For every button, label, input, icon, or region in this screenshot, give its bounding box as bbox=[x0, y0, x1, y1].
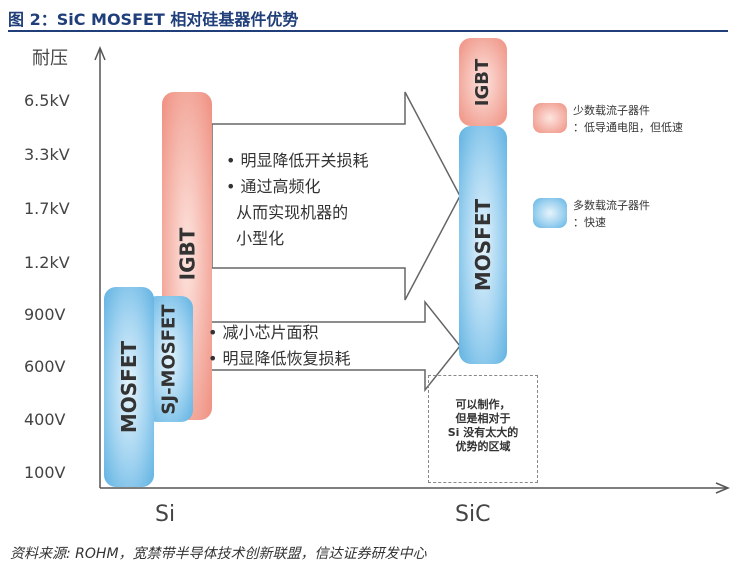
legend-minority-desc: ：低导通电阻，但低速 bbox=[573, 121, 683, 134]
note-line: 但是相对于 bbox=[455, 412, 511, 425]
sic-igbt-bar: IGBT bbox=[459, 38, 507, 126]
y-axis-label: 耐压 bbox=[32, 48, 68, 69]
si-mosfet-bar: MOSFET bbox=[104, 287, 154, 487]
note-line: 可以制作， bbox=[455, 398, 511, 411]
sic-mosfet-label: MOSFET bbox=[471, 198, 495, 292]
note-line: 优势的区域 bbox=[455, 440, 511, 453]
x-category-sic: SiC bbox=[455, 502, 491, 527]
tick-label: 3.3kV bbox=[24, 145, 70, 164]
x-axis-arrowhead bbox=[715, 482, 730, 494]
lower-arrow bbox=[194, 299, 461, 393]
si-sj-mosfet-label: SJ-MOSFET bbox=[158, 303, 180, 415]
tick-label: 400V bbox=[24, 410, 66, 429]
legend-minority-swatch bbox=[533, 103, 567, 133]
si-igbt-label: IGBT bbox=[175, 227, 199, 281]
arrow-line: 从而实现机器的 bbox=[226, 203, 349, 222]
limited-advantage-region bbox=[428, 375, 538, 483]
legend-majority-swatch bbox=[533, 198, 567, 228]
legend-majority-title: 多数载流子器件 bbox=[573, 199, 650, 212]
tick-label: 1.7kV bbox=[24, 199, 70, 218]
sic-igbt-label: IGBT bbox=[472, 58, 494, 106]
tick-label: 600V bbox=[24, 357, 66, 376]
tick-label: 1.2kV bbox=[24, 253, 70, 272]
arrow-line: • 减小芯片面积 bbox=[208, 323, 319, 342]
si-mosfet-label: MOSFET bbox=[117, 340, 141, 434]
legend-majority-desc: ：快速 bbox=[573, 216, 606, 229]
lower-arrow-text: • 减小芯片面积 • 明显降低恢复损耗 bbox=[208, 320, 351, 372]
tick-label: 100V bbox=[24, 463, 66, 482]
title-rule bbox=[8, 30, 728, 32]
tick-label: 6.5kV bbox=[24, 91, 70, 110]
arrow-line: 小型化 bbox=[226, 229, 285, 248]
arrow-line: • 明显降低开关损耗 bbox=[226, 151, 369, 170]
legend-minority: 少数载流子器件 ：低导通电阻，但低速 bbox=[573, 102, 683, 136]
x-category-si: Si bbox=[155, 502, 176, 527]
legend-majority: 多数载流子器件 ：快速 bbox=[573, 197, 650, 231]
upper-arrow bbox=[211, 91, 461, 301]
upper-arrow-text: • 明显降低开关损耗 • 通过高频化 从而实现机器的 小型化 bbox=[226, 148, 369, 252]
arrow-line: • 明显降低恢复损耗 bbox=[208, 349, 351, 368]
tick-label: 900V bbox=[24, 305, 66, 324]
note-line: Si 没有太大的 bbox=[447, 426, 519, 439]
legend-minority-title: 少数载流子器件 bbox=[573, 104, 650, 117]
figure-title: 图 2：SiC MOSFET 相对硅基器件优势 bbox=[8, 10, 299, 29]
source-note: 资料来源: ROHM，宽禁带半导体技术创新联盟，信达证券研发中心 bbox=[10, 546, 427, 562]
limited-advantage-note: 可以制作， 但是相对于 Si 没有太大的 优势的区域 bbox=[432, 398, 534, 454]
arrow-line: • 通过高频化 bbox=[226, 177, 321, 196]
sic-mosfet-bar: MOSFET bbox=[459, 126, 507, 364]
y-axis-arrowhead bbox=[94, 46, 106, 61]
